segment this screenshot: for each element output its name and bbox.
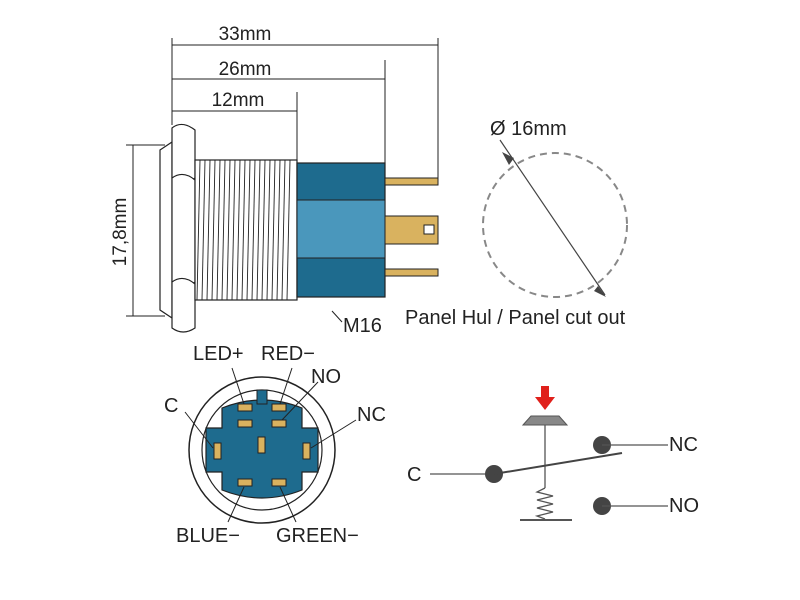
diameter-line bbox=[499, 139, 606, 296]
thread-line bbox=[246, 159, 251, 301]
moving-contact bbox=[493, 452, 623, 475]
pinout-view bbox=[184, 367, 357, 524]
thread-line bbox=[231, 159, 236, 301]
pin-led-plus bbox=[237, 403, 253, 412]
pin-blue-minus bbox=[237, 478, 253, 487]
thread-lines bbox=[196, 159, 291, 301]
schematic-label-nc: NC bbox=[669, 434, 698, 456]
pin-label-red-minus: RED− bbox=[261, 343, 315, 365]
pin-red-minus bbox=[271, 403, 287, 412]
pin-c bbox=[213, 442, 222, 460]
body-length-label: 26mm bbox=[219, 59, 272, 80]
thread-size-label: M16 bbox=[343, 315, 382, 337]
thread-line bbox=[256, 159, 261, 301]
dimension-lines bbox=[126, 38, 439, 317]
switch-side-view bbox=[159, 123, 439, 333]
thread-line bbox=[251, 159, 256, 301]
pin-no bbox=[271, 419, 287, 428]
thread-line bbox=[226, 159, 231, 301]
thread-line bbox=[206, 159, 211, 301]
pin-green-minus bbox=[271, 478, 287, 487]
thread-length-label: 12mm bbox=[212, 90, 265, 111]
thread-line bbox=[276, 159, 281, 301]
panel-diameter-label: Ø 16mm bbox=[490, 118, 567, 140]
thread-line bbox=[266, 159, 271, 301]
housing-middle-band bbox=[296, 199, 386, 259]
thread-leader-line bbox=[331, 310, 343, 323]
diameter-arrow-bottom bbox=[594, 286, 606, 297]
pinout-key bbox=[256, 389, 268, 405]
overall-length-label: 33mm bbox=[219, 24, 272, 45]
threaded-body bbox=[194, 159, 298, 301]
push-button-cap bbox=[521, 415, 569, 426]
thread-line bbox=[196, 159, 201, 301]
pin-label-green-minus: GREEN− bbox=[276, 525, 359, 547]
pin-bottom bbox=[384, 268, 439, 277]
thread-line bbox=[221, 159, 226, 301]
switch-schematic bbox=[430, 386, 668, 521]
height-label: 17,8mm bbox=[110, 198, 131, 267]
diameter-arrow-top bbox=[502, 152, 514, 165]
panel-caption: Panel Hul / Panel cut out bbox=[405, 307, 626, 329]
return-spring bbox=[534, 487, 554, 520]
cutout-circle bbox=[482, 152, 628, 298]
bezel bbox=[159, 140, 173, 320]
actuator-arrow-head bbox=[535, 397, 555, 410]
thread-line bbox=[216, 159, 221, 301]
pin-label-no: NO bbox=[311, 366, 341, 388]
thread-line bbox=[261, 159, 266, 301]
thread-line bbox=[286, 159, 291, 301]
pin-center bbox=[257, 436, 266, 454]
pin-label-blue-minus: BLUE− bbox=[176, 525, 240, 547]
schematic-label-no: NO bbox=[669, 495, 699, 517]
pinout-leaders bbox=[184, 367, 357, 523]
thread-line bbox=[211, 159, 216, 301]
thread-line bbox=[271, 159, 276, 301]
thread-line bbox=[241, 159, 246, 301]
hex-nut bbox=[171, 123, 196, 333]
pin-middle-hole bbox=[423, 224, 435, 235]
pin-nc bbox=[302, 442, 311, 460]
pinout-pins bbox=[213, 403, 311, 487]
pin-top bbox=[384, 177, 439, 186]
pin-upper-left bbox=[237, 419, 253, 428]
thread-line bbox=[281, 159, 286, 301]
pin-label-led-plus: LED+ bbox=[193, 343, 244, 365]
pin-label-c: C bbox=[164, 395, 178, 417]
thread-line bbox=[236, 159, 241, 301]
panel-cutout bbox=[482, 139, 628, 298]
schematic-label-c: C bbox=[407, 464, 421, 486]
thread-line bbox=[201, 159, 206, 301]
actuator-arrow-shaft bbox=[541, 386, 549, 398]
pin-label-nc: NC bbox=[357, 404, 386, 426]
